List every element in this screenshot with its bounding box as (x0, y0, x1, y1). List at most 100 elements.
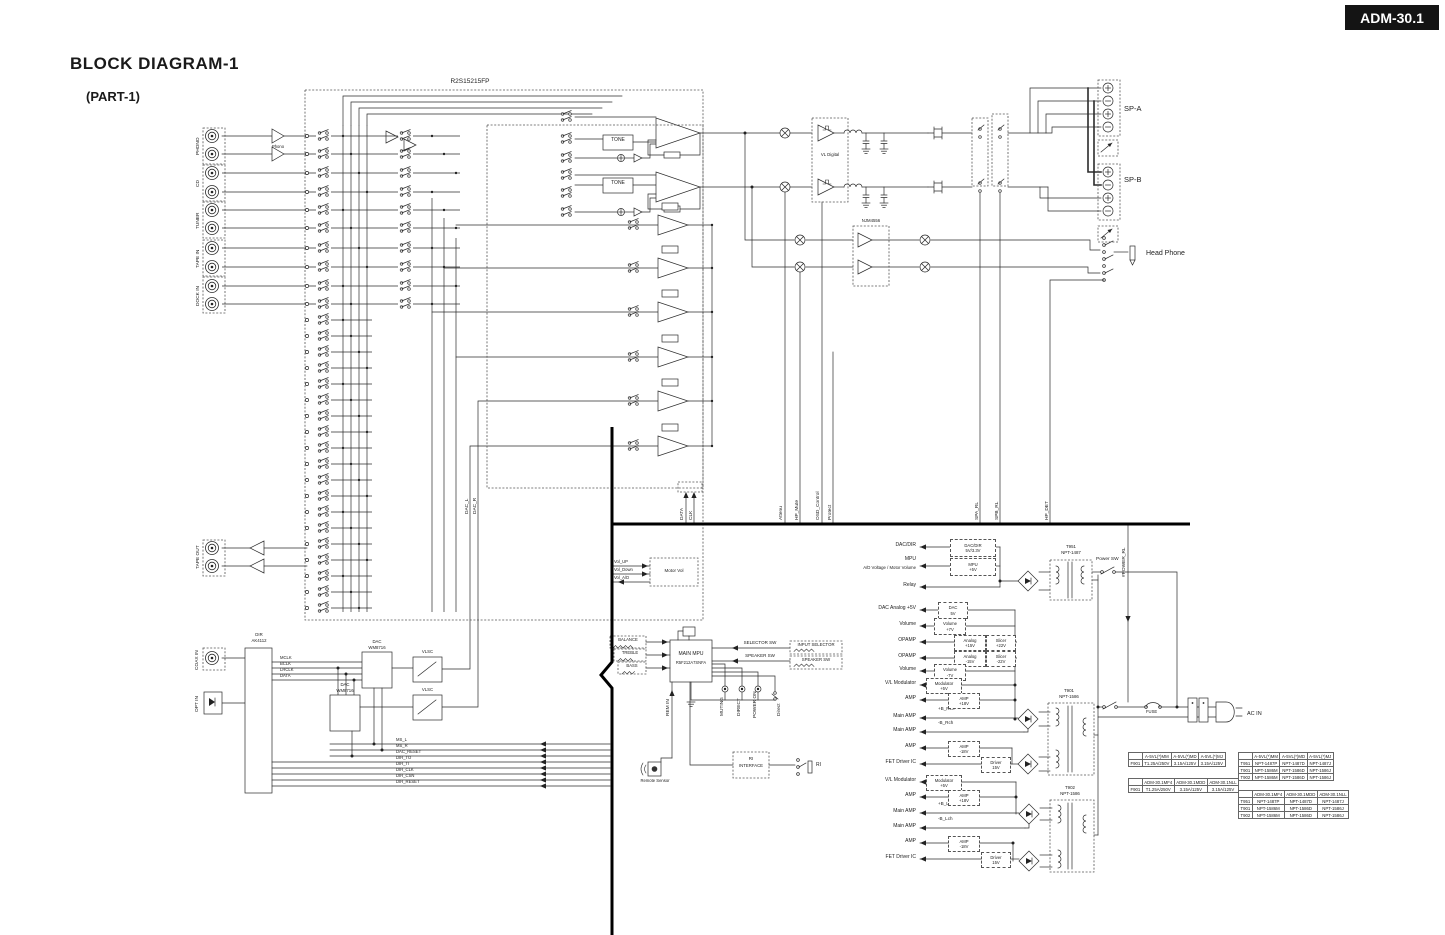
table-cell: T951 (1238, 759, 1253, 767)
supply-vol-p7: Volume+7V (934, 618, 966, 635)
sig-ms-l: MS_L (396, 737, 407, 742)
table-cell: T951 (1238, 797, 1253, 805)
table-cell: 3.15A/125V (1170, 759, 1200, 767)
input-label-opt-in: OPT IN (195, 696, 200, 712)
input-label-tape-in: TAPE IN (196, 249, 201, 268)
table-cell: NPT-1487D (1283, 797, 1318, 805)
bus-hp-det: HP_DET (1045, 501, 1050, 520)
rail-opamp-n: OPAMP (898, 653, 916, 659)
tone-block-1: TONE (611, 137, 625, 143)
table-cell: NPT-1586J (1306, 766, 1334, 774)
t902-part: NPT-1586 (1060, 791, 1080, 796)
table-cell (1238, 752, 1253, 760)
table-cell: NPT-1487J (1316, 797, 1350, 805)
table-cell: NPT-1487D (1279, 759, 1308, 767)
sig-dir-clk: DIR_CLK (396, 767, 414, 772)
t951-part: NPT-1487 (1061, 550, 1081, 555)
sig-dir-to: DIR_TO (396, 755, 412, 760)
table-cell: T902 (1238, 811, 1253, 819)
supply-amp-n18-2: AMP-18V (948, 836, 980, 852)
table-cell: 3.15A/125V (1173, 785, 1208, 793)
rail-dac-analog: DAC Analog +5V (878, 605, 916, 611)
table-cell: A-5VL(*)MJ (1306, 752, 1334, 760)
vol-down-label: Vol_Down (614, 567, 633, 572)
table-cell: ADM-30.1MF4 (1251, 790, 1285, 798)
sig-dir-csn: DIR_CSN (396, 773, 415, 778)
input-label-coax-in: COAX IN (195, 650, 200, 670)
main-ic-label: R2S15215FP (450, 78, 490, 85)
vlsc2-label: VLSC (421, 687, 434, 692)
wiring-layer (203, 82, 1243, 872)
ri-interface-label: INTERFACE (738, 763, 764, 768)
rail-main-amp-pl: Main AMP (893, 808, 916, 814)
sig-dir-reset: DIR_RESET (396, 779, 420, 784)
line-b-lch-n: -B_Lch (938, 816, 953, 821)
rail-amp-p2: AMP (905, 792, 916, 798)
rail-main-amp-nl: Main AMP (893, 823, 916, 829)
table-cell: T1.25A/250V (1141, 759, 1172, 767)
table-cell: 3.15A/125V (1198, 759, 1226, 767)
supply-slicer-p22: Slicer+22V (986, 635, 1016, 651)
vlsc1-label: VLSC (421, 649, 434, 654)
supply-amp-p18-1: AMP+18V (948, 693, 980, 709)
sp-a-label: SP-A (1124, 104, 1142, 113)
fuse-label: FUSE (1146, 709, 1158, 714)
line-b-lch-p: +B_Lch (938, 801, 954, 806)
remote-sensor-label: Remote Sensor (640, 778, 670, 783)
sig-dac-reset: DAC_RESET (396, 749, 422, 754)
vol-up-label: Vol_UP (614, 559, 628, 564)
rail-amp-n2: AMP (905, 838, 916, 844)
rail-vl-mod-1: V/L Modulator (885, 680, 916, 686)
vol-ad-label: Vol_A/D (614, 575, 630, 580)
bus-dac-l: DAC_L (465, 498, 470, 514)
input-label-dock-in: DOCK IN (196, 286, 201, 306)
rail-mpu: MPU (904, 556, 916, 562)
bus-osd-control: OSD_Control (816, 491, 821, 520)
page-title: BLOCK DIAGRAM-1 (70, 54, 239, 73)
t902-name: T902 (1064, 785, 1075, 790)
rem-in-label: REM IN (666, 699, 671, 716)
rail-dacdir: DAC/DIR (895, 542, 916, 548)
ri-jack-label: RI (816, 762, 821, 768)
pin-data: DATA (280, 673, 291, 678)
rail-volume-n: Volume (899, 666, 916, 672)
table-cell: T901 (1238, 804, 1253, 812)
ri-label: RI (748, 756, 754, 761)
supply-amp-p18-2: AMP+18V (948, 790, 980, 806)
sig-ms-r: MS_R (396, 743, 408, 748)
bus-dac-r: DAC_R (473, 497, 478, 514)
table-cell: ADM-30.1NLL (1206, 778, 1240, 786)
speaker-sw-line: SPEAKER SW (745, 653, 775, 658)
table-cell: T901 (1238, 766, 1253, 774)
rail-relay: Relay (903, 582, 916, 588)
pin-mclk: MCLK (280, 655, 292, 660)
rail-main-amp-pr: Main AMP (893, 713, 916, 719)
table-cell: NPT-1487P (1251, 759, 1281, 767)
table-cell: NPT-1586J (1316, 804, 1350, 812)
led-power-on-label: POWER ON (753, 691, 758, 718)
rail-main-amp-nr: Main AMP (893, 727, 916, 733)
table-cell: ADM-30.1MDD (1283, 790, 1318, 798)
rail-fet-1: FET Driver IC (885, 759, 916, 765)
model-badge: ADM-30.1 (1345, 5, 1439, 30)
rail-vl-mod-2: V/L Modulator (885, 777, 916, 783)
rail-amp-n1: AMP (905, 743, 916, 749)
pin-bclk: BCLK (280, 661, 291, 666)
supply-analog-p15: Analog+15V (954, 635, 986, 651)
balance-pot: BALANCE (618, 637, 638, 642)
bass-pot: BASS (626, 663, 638, 668)
input-switch-matrix (222, 110, 1179, 845)
bus-hp-mute: HP_Mute (795, 500, 800, 520)
t951-name: T951 (1065, 544, 1076, 549)
table-cell: NPT-1586M (1251, 766, 1281, 774)
table-cell: NPT-1586M (1251, 804, 1285, 812)
page-subtitle: (PART-1) (86, 89, 140, 104)
pin-lrclk: LRCLK (280, 667, 294, 672)
